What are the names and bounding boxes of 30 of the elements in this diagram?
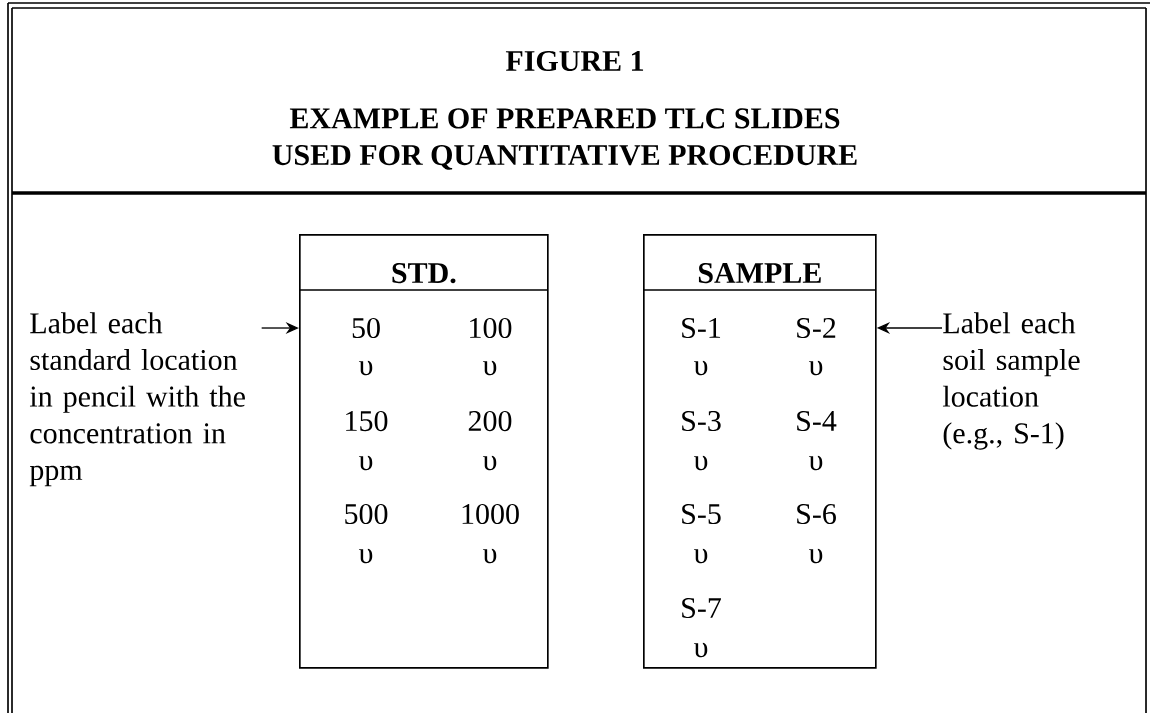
spot-mark: υ — [693, 642, 708, 658]
spot-mark: υ — [358, 548, 373, 564]
sample-label: S-7 — [682, 597, 721, 619]
sample-label: S-4 — [797, 410, 837, 432]
spot-mark: υ — [808, 360, 823, 376]
concentration-label: 150 — [346, 410, 388, 432]
spot-mark: υ — [358, 360, 373, 376]
spot-mark: υ — [482, 455, 497, 471]
concentration-label: 500 — [345, 503, 388, 525]
sample-label: S-1 — [682, 317, 721, 339]
sample-label: S-3 — [682, 410, 721, 432]
figure-title: FIGURE 1 — [505, 50, 644, 72]
spot-mark: υ — [693, 548, 708, 564]
figure-caption: EXAMPLE OF PREPARED TLC SLIDES USED FOR QUANTITATIVE PROCEDURE — [272, 108, 857, 170]
concentration-label: 1000 — [462, 503, 519, 525]
sample-label: S-2 — [797, 317, 836, 339]
concentration-label: 200 — [468, 410, 512, 432]
spot-mark: υ — [808, 455, 823, 471]
spot-mark: υ — [808, 548, 823, 564]
instruction-text: Label each soil sample location (e.g., S-1) — [942, 312, 1080, 450]
spot-mark: υ — [482, 548, 497, 564]
instruction-text: Label each standard location in pencil with the concentration in ppm — [29, 312, 245, 487]
spot-mark: υ — [693, 455, 708, 471]
spot-mark: υ — [482, 360, 497, 376]
concentration-label: 100 — [470, 317, 512, 339]
sample-label: S-6 — [797, 503, 836, 525]
spot-mark: υ — [693, 360, 708, 376]
sample-label: S-5 — [682, 503, 721, 525]
spot-mark: υ — [358, 455, 373, 471]
concentration-label: 50 — [352, 317, 380, 339]
